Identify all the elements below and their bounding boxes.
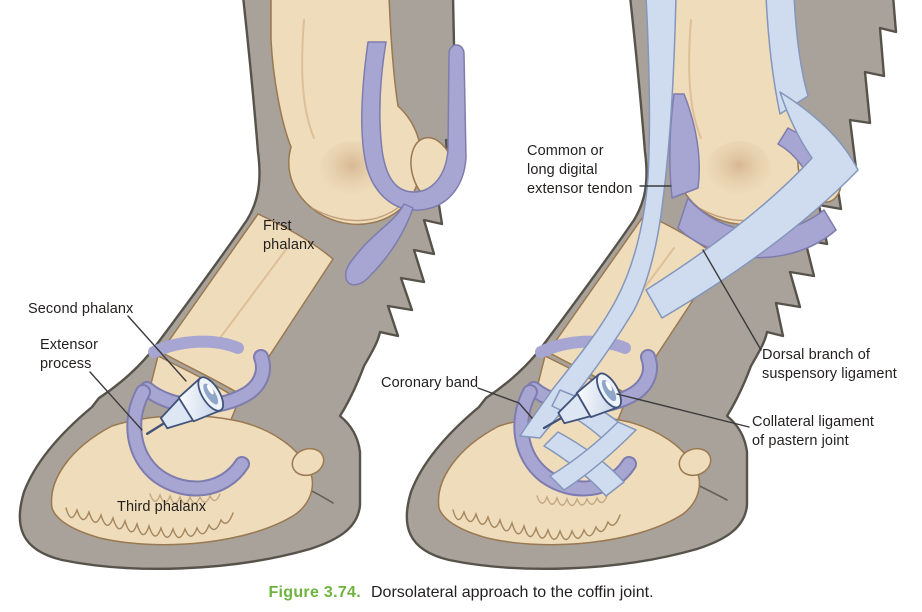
label-dorsal-branch: Dorsal branch of suspensory ligament: [762, 347, 897, 382]
figure-number: Figure 3.74.: [268, 584, 361, 601]
label-collateral-ligament: Collateral ligament of pastern joint: [752, 414, 874, 449]
leader-extensor-process: [89, 371, 143, 431]
right-condyle-shading: [707, 141, 771, 195]
right-capsule-front-wedge: [669, 93, 700, 199]
label-third-phalanx: Third phalanx: [117, 499, 207, 515]
leader-second-phalanx: [127, 315, 187, 382]
label-coronary-band: Coronary band: [381, 375, 479, 391]
left-fetlock-capsule: [361, 41, 467, 211]
left-leg-illustration: [18, 0, 467, 570]
right-back-tendon-strip: [765, 0, 809, 115]
right-collateral-strap-b: [549, 421, 637, 491]
label-extensor-tendon: Common or long digital extensor tendon: [527, 143, 633, 197]
figure-caption: Figure 3.74. Dorsolateral approach to the…: [0, 584, 922, 602]
left-heel-bone-bump: [291, 447, 325, 477]
leader-collateral-ligament: [616, 393, 750, 428]
right-extensor-tendon-strip: [519, 0, 677, 439]
label-second-phalanx: Second phalanx: [28, 301, 134, 317]
leader-lines: [89, 185, 762, 431]
left-condyle-crease: [311, 205, 401, 222]
left-pastern-capsule-ring-fill: [141, 351, 269, 412]
label-first-phalanx: First phalanx: [263, 218, 315, 253]
right-suspensory-dorsal-branch: [645, 91, 859, 319]
left-coffin-capsule-ring-fill: [128, 386, 248, 495]
right-pastern-capsule-upper-arc: [535, 335, 631, 358]
left-capsule-tail: [344, 203, 414, 286]
leader-coronary-band: [477, 387, 533, 419]
left-cannon-shading: [301, 19, 315, 139]
figure-caption-text: Dorsolateral approach to the coffin join…: [370, 584, 654, 601]
right-heel-bone-bump: [678, 447, 712, 477]
right-cannon-shading: [688, 19, 702, 139]
label-extensor-process: Extensor process: [40, 337, 99, 372]
leader-dorsal-branch: [702, 249, 762, 351]
left-pastern-shading: [213, 247, 288, 347]
right-leg-illustration: [405, 0, 898, 570]
left-pastern-capsule-upper-arc: [148, 335, 244, 358]
